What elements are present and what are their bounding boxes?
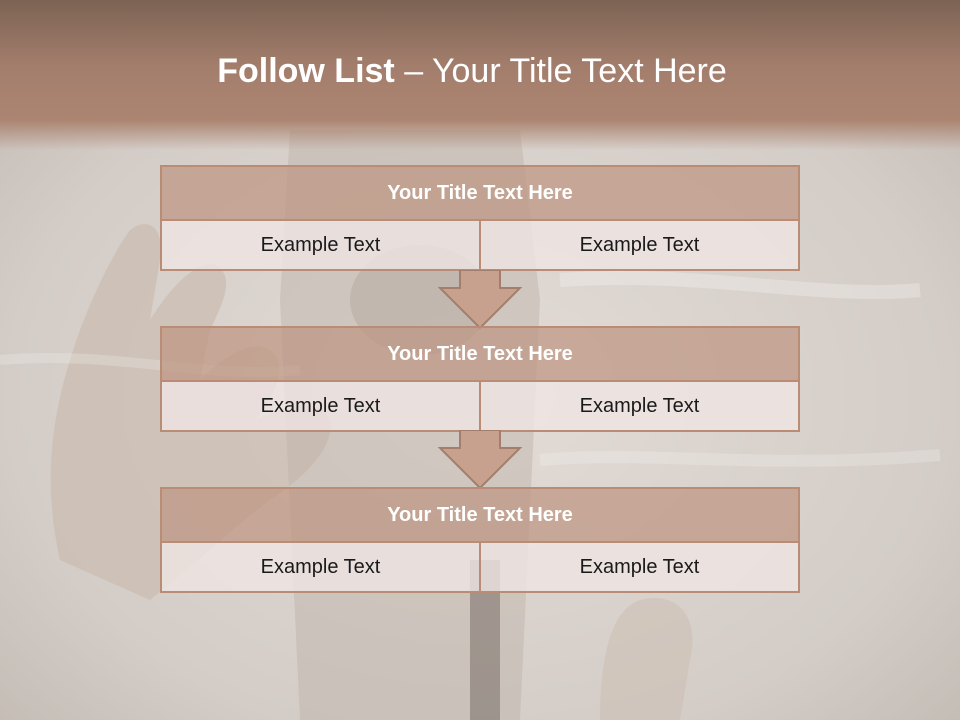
slide-title-rest: – Your Title Text Here bbox=[394, 52, 727, 90]
block-row: Example Text Example Text bbox=[160, 543, 800, 593]
block-row: Example Text Example Text bbox=[160, 221, 800, 271]
block-cell-right: Example Text bbox=[481, 221, 800, 271]
block-title: Your Title Text Here bbox=[160, 326, 800, 382]
block-row: Example Text Example Text bbox=[160, 382, 800, 432]
block-cell-left: Example Text bbox=[160, 221, 481, 271]
block-cell-left: Example Text bbox=[160, 382, 481, 432]
header-band bbox=[0, 0, 960, 150]
down-arrow-icon bbox=[438, 270, 522, 330]
block-cell-right: Example Text bbox=[481, 382, 800, 432]
block-title: Your Title Text Here bbox=[160, 487, 800, 543]
slide-title-bold: Follow List bbox=[217, 52, 395, 90]
list-block-1: Your Title Text Here Example Text Exampl… bbox=[160, 165, 800, 271]
block-title: Your Title Text Here bbox=[160, 165, 800, 221]
down-arrow-icon bbox=[438, 430, 522, 490]
block-cell-left: Example Text bbox=[160, 543, 481, 593]
list-block-2: Your Title Text Here Example Text Exampl… bbox=[160, 326, 800, 432]
list-block-3: Your Title Text Here Example Text Exampl… bbox=[160, 487, 800, 593]
block-cell-right: Example Text bbox=[481, 543, 800, 593]
slide-title: Follow List – Your Title Text Here bbox=[0, 52, 944, 91]
